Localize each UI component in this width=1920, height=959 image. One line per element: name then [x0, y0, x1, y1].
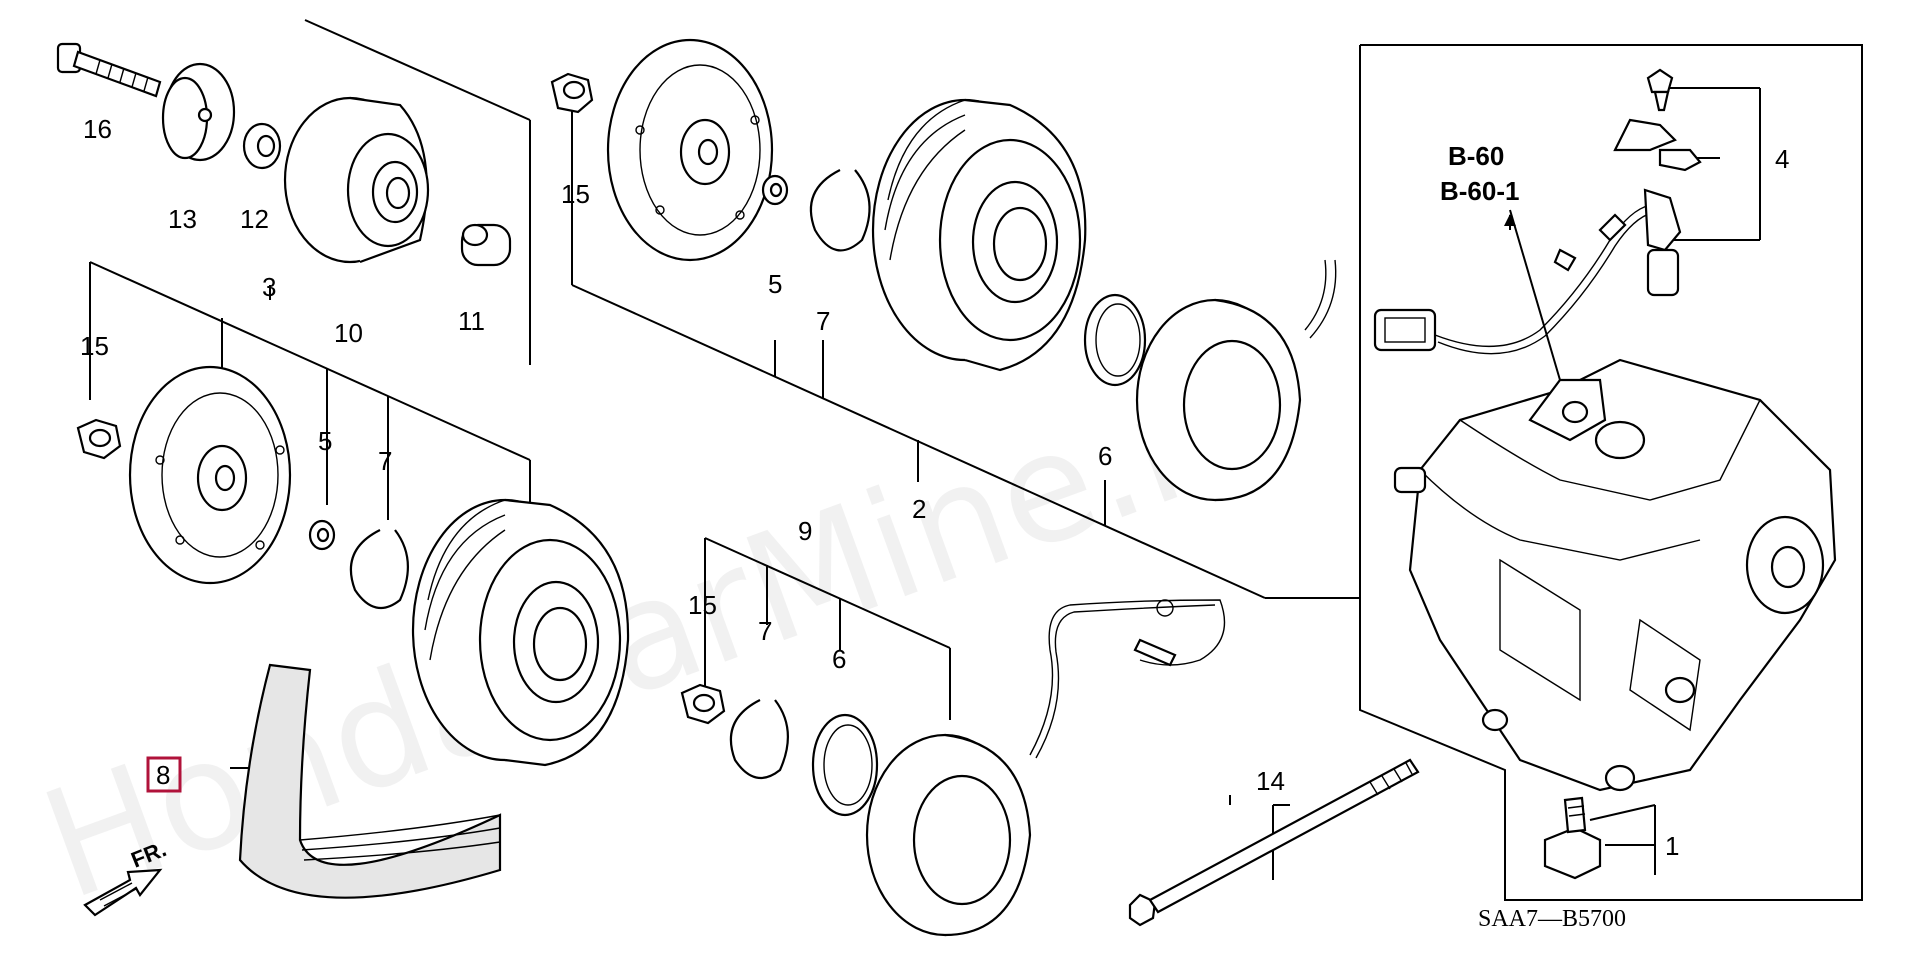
- callout-5-lower: 5: [318, 426, 332, 456]
- pulley-lower: [411, 498, 630, 767]
- reference-b60: B-60: [1448, 141, 1504, 171]
- group-lines-9: [704, 537, 951, 720]
- snap-ring-7-upper: [809, 169, 871, 252]
- idler-pulley-10: [283, 96, 430, 264]
- highlight-box: [146, 756, 182, 793]
- callout-15-lower: 15: [688, 590, 717, 620]
- callout-7-lower: 7: [378, 446, 392, 476]
- callout-4: 4: [1775, 144, 1789, 174]
- shim-5-lower: [308, 519, 336, 551]
- nut-15-top: [550, 72, 594, 114]
- compressor-harness: [1373, 68, 1702, 442]
- callout-15-top: 15: [561, 179, 590, 209]
- relief-valve-1: [1543, 796, 1602, 880]
- snap-ring-7-lower: [349, 529, 409, 610]
- clutch-plate-upper: [606, 38, 774, 262]
- callout-2: 2: [912, 494, 926, 524]
- front-direction-arrow: [83, 868, 163, 917]
- callout-10: 10: [334, 318, 363, 348]
- clutch-plate-lower: [128, 365, 292, 585]
- reference-arrow: [1504, 214, 1516, 230]
- callout-3: 3: [262, 272, 276, 302]
- callout-6-upper: 6: [1098, 441, 1112, 471]
- callout-6-coil: 6: [832, 644, 846, 674]
- callout-7-coil: 7: [758, 616, 772, 646]
- callout-5-upper: 5: [768, 269, 782, 299]
- snap-ring-6-coil: [811, 713, 879, 817]
- diagram-code: SAA7—B5700: [1478, 906, 1626, 932]
- callout-8: 8: [156, 760, 170, 790]
- bolt-16: [56, 42, 162, 98]
- callout-16: 16: [83, 114, 112, 144]
- idler-frame: [304, 19, 531, 365]
- spacer-13: [161, 62, 236, 162]
- reference-b60-1: B-60-1: [1440, 176, 1519, 206]
- nut-15-left: [76, 418, 122, 460]
- snap-ring-6-upper: [1083, 293, 1147, 387]
- compressor-body: [1393, 358, 1837, 792]
- collar-12: [242, 122, 282, 170]
- callout-12: 12: [240, 204, 269, 234]
- callout-13: 13: [168, 204, 197, 234]
- nut-15-lower: [680, 683, 726, 725]
- through-bolt-14: [1128, 758, 1420, 927]
- callout-14: 14: [1256, 766, 1285, 796]
- callout-9: 9: [798, 516, 812, 546]
- drive-belt-8: [238, 663, 502, 899]
- callout-1: 1: [1665, 831, 1679, 861]
- group-lines-2: [571, 110, 1360, 599]
- bushing-11: [460, 223, 512, 267]
- callout-15-left: 15: [80, 331, 109, 361]
- snap-ring-7-coil: [729, 699, 789, 780]
- callout-labels: 16 13 12 10 11 3 15 5 7 15 5 7 2 6 9 15 …: [80, 114, 1789, 861]
- callout-7-upper: 7: [816, 306, 830, 336]
- field-coil-upper: [1135, 259, 1337, 502]
- shim-5-upper: [761, 174, 789, 206]
- compressor-frame: [1359, 44, 1863, 901]
- pulley-upper: [871, 98, 1087, 372]
- callout-11: 11: [458, 306, 485, 336]
- field-coil-lower: [865, 599, 1226, 937]
